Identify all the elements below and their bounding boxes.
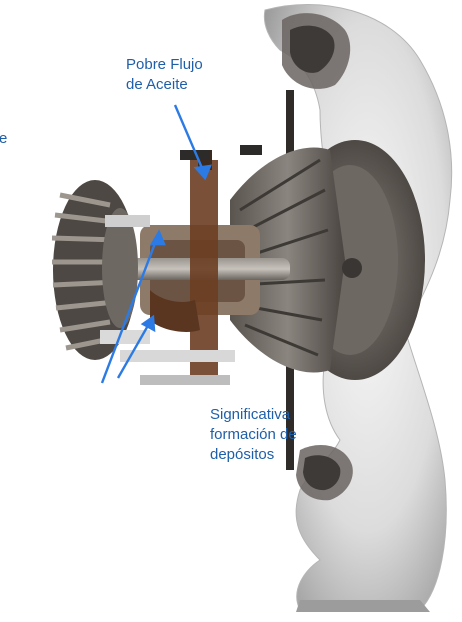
poor-oil-flow-label: Pobre Flujo de Aceite bbox=[126, 55, 236, 95]
deposit-formation-label: Significativa formación de depósitos bbox=[210, 405, 350, 465]
cropped-edge-text: e bbox=[0, 129, 9, 149]
turbine-wheel bbox=[52, 180, 150, 360]
oil-passage-deposit bbox=[190, 160, 218, 375]
